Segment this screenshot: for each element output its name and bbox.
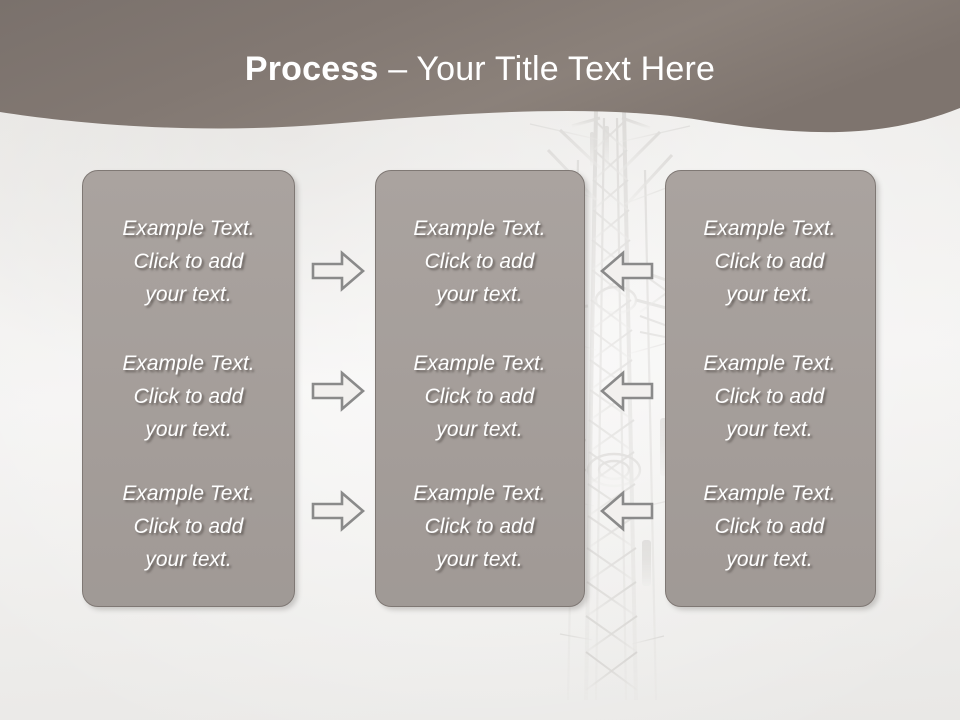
arrow-left-1[interactable]	[600, 250, 654, 297]
arrow-right-3[interactable]	[311, 490, 365, 537]
process-text-left-1[interactable]: Example Text. Click to add your text.	[122, 217, 255, 306]
process-text-middle-2[interactable]: Example Text. Click to add your text.	[413, 352, 546, 441]
arrow-right-1[interactable]	[311, 250, 365, 297]
process-text-right-1[interactable]: Example Text. Click to add your text.	[703, 217, 836, 306]
process-text-right-2[interactable]: Example Text. Click to add your text.	[703, 352, 836, 441]
process-text-left-2[interactable]: Example Text. Click to add your text.	[122, 352, 255, 441]
process-text-middle-3[interactable]: Example Text. Click to add your text.	[413, 482, 546, 571]
process-text-left-3[interactable]: Example Text. Click to add your text.	[122, 482, 255, 571]
process-text-right-3[interactable]: Example Text. Click to add your text.	[703, 482, 836, 571]
arrow-left-2[interactable]	[600, 370, 654, 417]
process-text-middle-1[interactable]: Example Text. Click to add your text.	[413, 217, 546, 306]
arrow-left-3[interactable]	[600, 490, 654, 537]
page-title: Process – Your Title Text Here	[0, 47, 960, 91]
title-banner: Process – Your Title Text Here	[0, 0, 960, 148]
page-title-bold: Process	[244, 50, 379, 88]
page-title-regular: – Your Title Text Here	[378, 50, 716, 88]
arrow-right-2[interactable]	[311, 370, 365, 417]
